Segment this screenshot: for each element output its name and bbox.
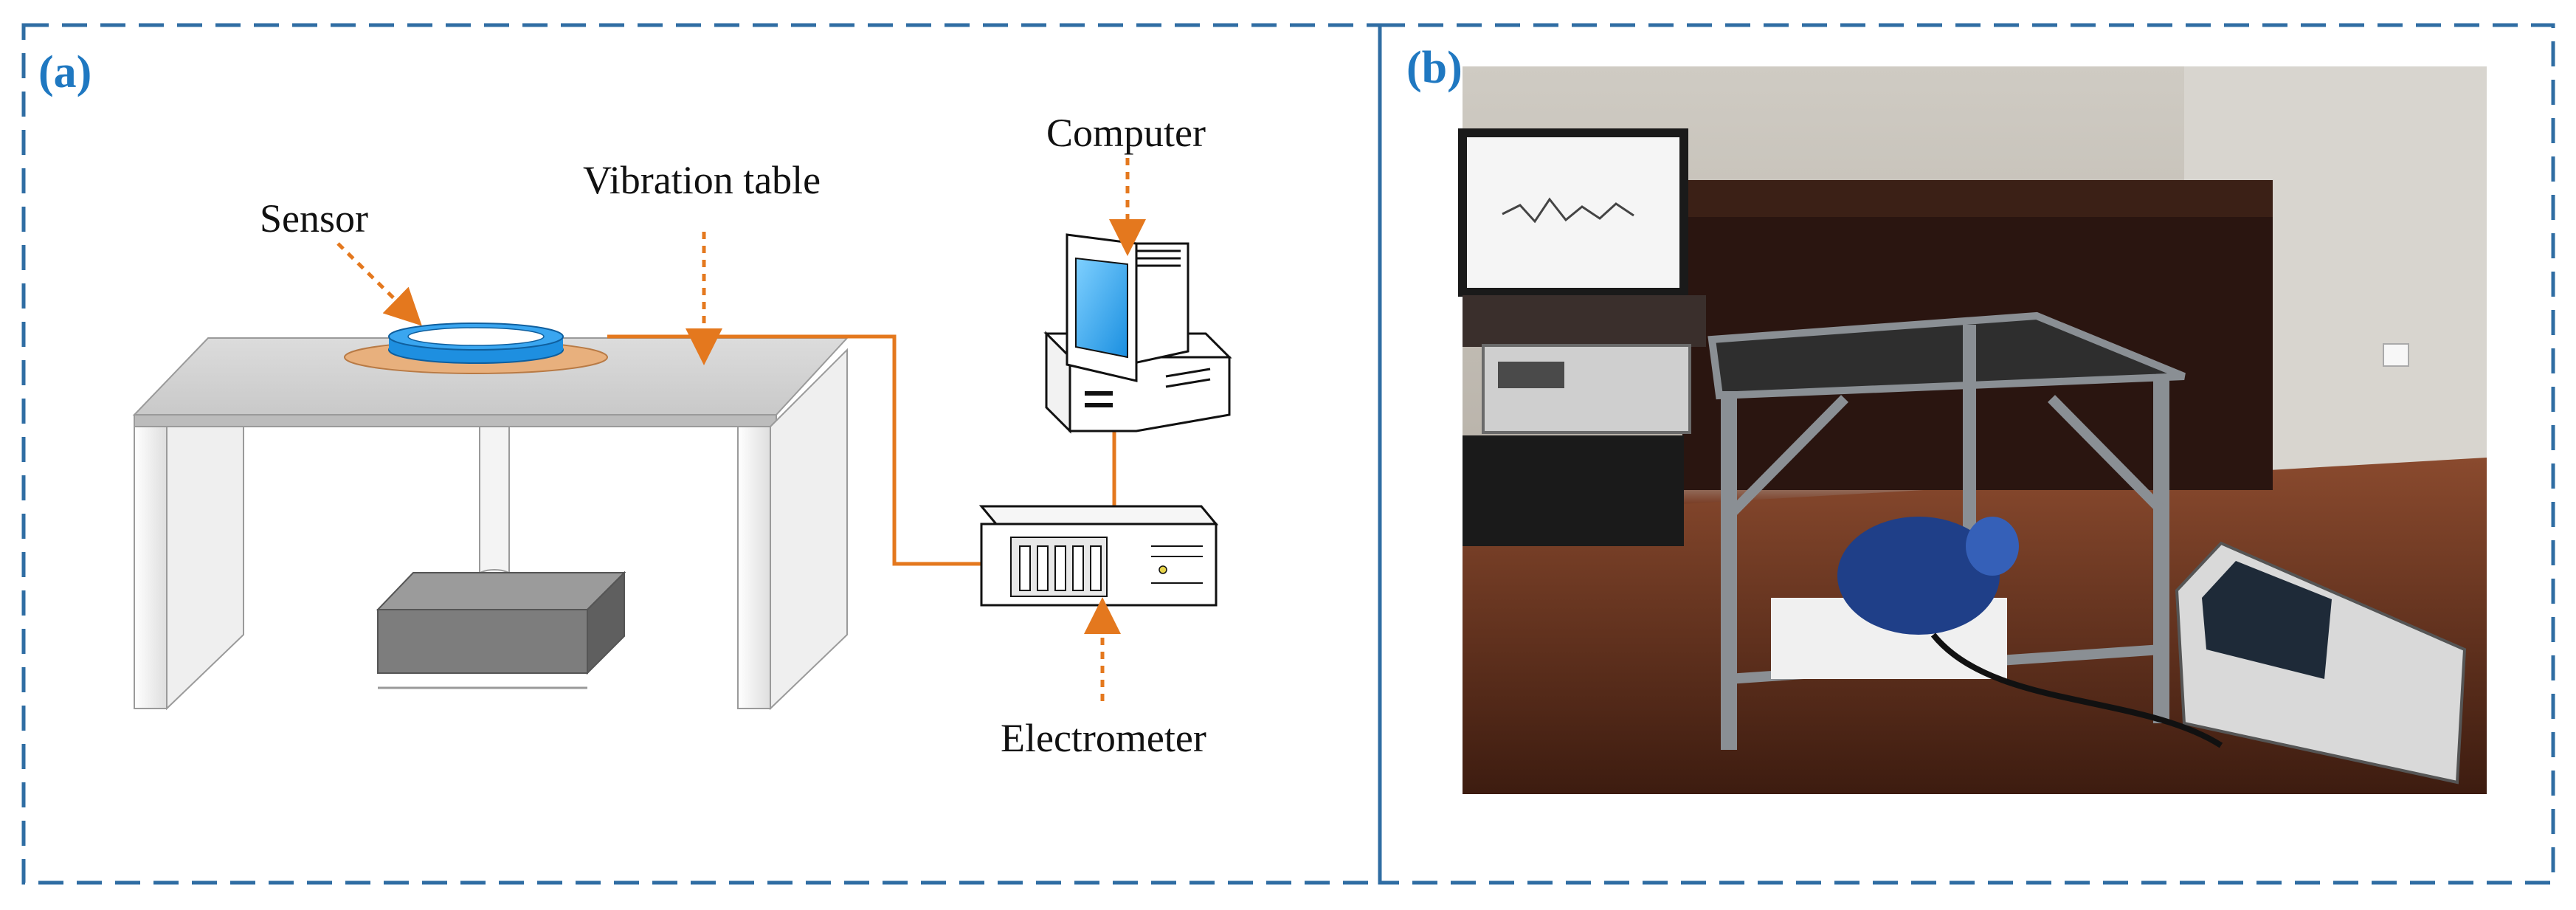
- electrometer-bay-1: [1019, 545, 1031, 591]
- photo-desk-top: [1682, 180, 2273, 217]
- floppy-2: [1085, 403, 1113, 407]
- table-leg-right-side: [770, 348, 848, 711]
- sensor-label: Sensor: [260, 196, 368, 241]
- shaker-top: [376, 572, 626, 610]
- sensor-arrow: [336, 242, 422, 326]
- monitor-screen: [1075, 257, 1128, 359]
- table-leg-left-side: [166, 426, 244, 711]
- electrometer-bay-5: [1090, 545, 1102, 591]
- experiment-photo: [1458, 66, 2487, 794]
- computer-slot-1: [1165, 368, 1211, 378]
- photo-monitor-waveform: [1502, 197, 1634, 224]
- computer-slot-2: [1165, 378, 1211, 388]
- photo-oscilloscope-screen: [2202, 561, 2332, 679]
- signal-wire: [607, 334, 981, 566]
- photo-cable: [1930, 632, 2223, 748]
- table-leg-left: [134, 426, 168, 709]
- table-leg-right: [737, 426, 771, 709]
- photo-chair: [1463, 435, 1684, 546]
- electrometer-bay-4: [1072, 545, 1084, 591]
- electrometer-label: Electrometer: [1001, 716, 1206, 760]
- sensor-drawing: [344, 323, 608, 374]
- photo-frame-brace-2: [2048, 395, 2164, 513]
- table-edge: [134, 414, 777, 427]
- electrometer-top: [978, 505, 1219, 525]
- floppy-1: [1085, 391, 1113, 396]
- photo-instrument-display: [1498, 362, 1564, 388]
- photo-frame-leg-1: [1721, 391, 1737, 750]
- shaker-side: [587, 571, 625, 675]
- photo-frame-top: [1707, 311, 2186, 400]
- computer-label: Computer: [1046, 111, 1206, 155]
- photo-socket: [2383, 343, 2409, 367]
- electrometer-led: [1158, 565, 1167, 574]
- vibration-table-drawing: [132, 337, 849, 711]
- electrometer-bay-3: [1054, 545, 1066, 591]
- photo-motor: [1837, 517, 2000, 635]
- computer-icon: [1043, 233, 1232, 434]
- photo-frame-leg-3: [1963, 325, 1976, 576]
- vibration-table-label: Vibration table: [583, 158, 821, 202]
- photo-motor-end: [1966, 517, 2019, 576]
- panel-a-label: (a): [38, 47, 91, 97]
- sensor-ring-hole: [407, 327, 545, 346]
- photo-keyboard: [1463, 295, 1706, 347]
- photo-frame-brace-1: [1724, 395, 1848, 520]
- electrometer-icon: [978, 505, 1219, 607]
- photo-instrument: [1482, 344, 1691, 434]
- shaker-front: [377, 609, 588, 674]
- photo-frame-leg-2: [2153, 376, 2169, 723]
- shaker-rod: [479, 426, 510, 575]
- panel-b-frame: [1378, 23, 2555, 885]
- panel-a-frame: [21, 23, 1382, 885]
- electrometer-bay-2: [1037, 545, 1049, 591]
- panel-b-label: (b): [1406, 43, 1463, 93]
